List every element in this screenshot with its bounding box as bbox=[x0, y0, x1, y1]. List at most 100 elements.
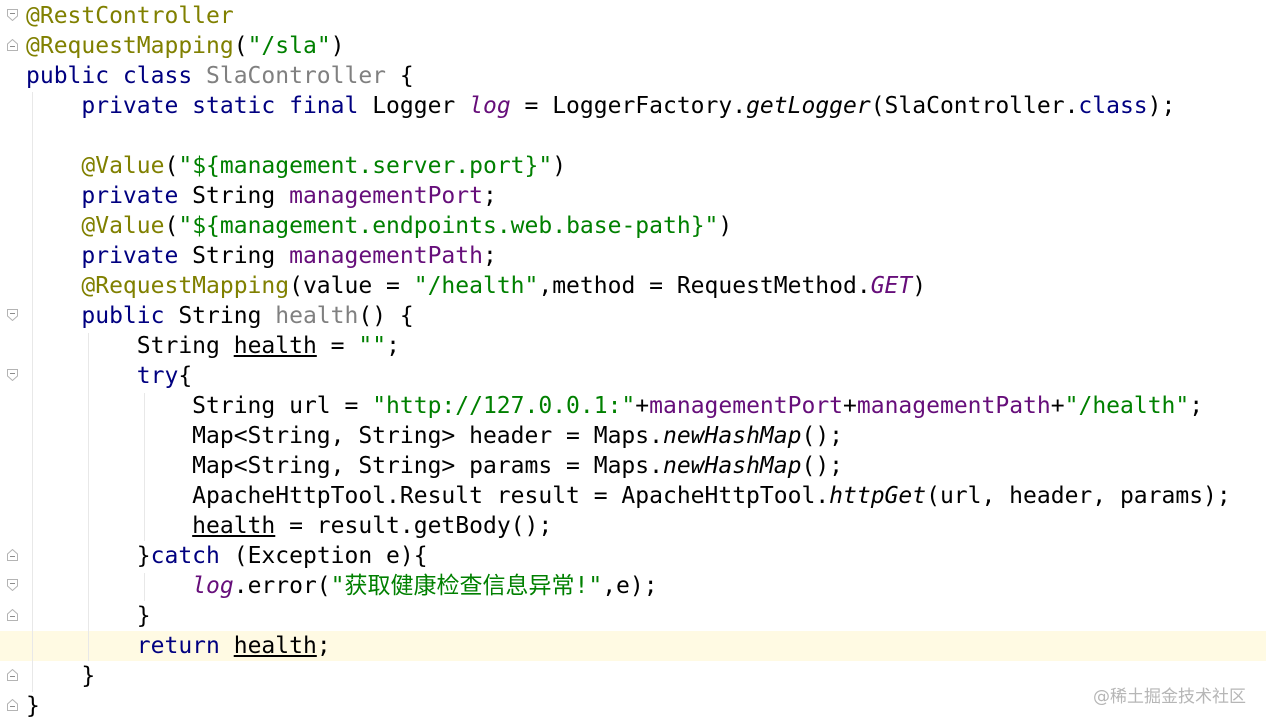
code-token: { bbox=[178, 363, 193, 389]
code-line[interactable]: String url = "http://127.0.0.1:"+managem… bbox=[26, 391, 1203, 421]
indent-guide-try-body bbox=[144, 393, 145, 541]
indent bbox=[26, 333, 137, 359]
reassigned-variable-token: health bbox=[233, 333, 317, 359]
code-token: (SlaController. bbox=[870, 93, 1079, 119]
code-line[interactable]: private static final Logger log = Logger… bbox=[26, 91, 1175, 121]
code-token: .error( bbox=[233, 573, 331, 599]
annotation-token: @RequestMapping bbox=[26, 33, 234, 59]
fold-marker-icon[interactable] bbox=[7, 39, 18, 51]
string-literal: "/health" bbox=[1064, 393, 1190, 419]
code-token: } bbox=[81, 663, 96, 689]
static-method-token: httpGet bbox=[829, 483, 927, 509]
indent bbox=[26, 393, 192, 419]
string-literal: "获取健康检查信息异常!" bbox=[330, 573, 603, 599]
indent-guide-catch-body bbox=[144, 573, 145, 601]
code-line[interactable]: health = result.getBody(); bbox=[26, 511, 552, 541]
indent bbox=[26, 423, 192, 449]
code-line[interactable]: String health = ""; bbox=[26, 331, 400, 361]
keyword-token: private static final bbox=[81, 93, 373, 119]
code-line[interactable]: public class SlaController { bbox=[26, 61, 414, 91]
code-token: ; bbox=[1189, 393, 1204, 419]
code-token: (); bbox=[801, 453, 844, 479]
keyword-token: private bbox=[81, 243, 193, 269]
code-line[interactable]: } bbox=[26, 691, 40, 721]
string-literal: "http://127.0.0.1:" bbox=[372, 393, 636, 419]
fold-marker-icon[interactable] bbox=[7, 669, 18, 681]
code-token: ); bbox=[1147, 93, 1176, 119]
indent bbox=[26, 543, 137, 569]
indent bbox=[26, 603, 137, 629]
fold-marker-icon[interactable] bbox=[7, 699, 18, 711]
fold-marker-icon[interactable] bbox=[7, 549, 18, 561]
code-token: + bbox=[1050, 393, 1065, 419]
indent bbox=[26, 453, 192, 479]
code-token: () { bbox=[358, 303, 414, 329]
indent-guide-method-body bbox=[88, 333, 89, 661]
indent-guide-class-body bbox=[32, 92, 33, 692]
field-token: managementPath bbox=[289, 243, 483, 269]
static-method-token: newHashMap bbox=[662, 453, 802, 479]
keyword-token: return bbox=[136, 633, 234, 659]
code-token: = result.getBody(); bbox=[275, 513, 553, 539]
type-token: String bbox=[192, 243, 290, 269]
code-line[interactable]: public String health() { bbox=[26, 301, 414, 331]
fold-marker-icon[interactable] bbox=[7, 369, 18, 381]
enum-constant-token: GET bbox=[870, 273, 913, 299]
static-method-token: getLogger bbox=[746, 93, 871, 119]
code-token: (value = bbox=[289, 273, 414, 299]
keyword-token: private bbox=[81, 183, 193, 209]
indent bbox=[26, 273, 81, 299]
class-name-token: SlaController bbox=[206, 63, 387, 89]
code-line[interactable]: @RequestMapping("/sla") bbox=[26, 31, 345, 61]
code-line[interactable]: @RestController bbox=[26, 1, 234, 31]
indent bbox=[26, 93, 81, 119]
code-token: + bbox=[843, 393, 857, 419]
static-field-token: log bbox=[469, 93, 511, 119]
code-token: String url = bbox=[192, 393, 373, 419]
code-token: ) bbox=[718, 213, 733, 239]
field-token: managementPort bbox=[289, 183, 483, 209]
code-token: (Exception e){ bbox=[233, 543, 428, 569]
keyword-token: class bbox=[1078, 93, 1148, 119]
type-token: String bbox=[192, 183, 290, 209]
fold-marker-icon[interactable] bbox=[7, 309, 18, 321]
code-line[interactable]: log.error("获取健康检查信息异常!",e); bbox=[26, 571, 658, 601]
keyword-token: try bbox=[136, 363, 179, 389]
indent bbox=[26, 633, 137, 659]
code-line[interactable]: @Value("${management.endpoints.web.base-… bbox=[26, 211, 732, 241]
caret-line-highlight bbox=[0, 631, 1266, 661]
fold-marker-icon[interactable] bbox=[7, 609, 18, 621]
fold-marker-icon[interactable] bbox=[7, 9, 18, 21]
code-line[interactable]: } bbox=[26, 601, 151, 631]
code-line[interactable]: Map<String, String> params = Maps.newHas… bbox=[26, 451, 843, 481]
fold-marker-icon[interactable] bbox=[7, 579, 18, 591]
code-line[interactable]: private String managementPath; bbox=[26, 241, 496, 271]
indent bbox=[26, 573, 192, 599]
indent bbox=[26, 183, 81, 209]
code-line[interactable]: private String managementPort; bbox=[26, 181, 496, 211]
type-token: String bbox=[136, 333, 234, 359]
code-line[interactable]: @RequestMapping(value = "/health",method… bbox=[26, 271, 926, 301]
code-line[interactable]: Map<String, String> header = Maps.newHas… bbox=[26, 421, 843, 451]
reassigned-variable-token: health bbox=[192, 513, 276, 539]
code-line[interactable]: @Value("${management.server.port}") bbox=[26, 151, 566, 181]
string-literal: "${management.server.port}" bbox=[178, 153, 553, 179]
code-line[interactable]: ApacheHttpTool.Result result = ApacheHtt… bbox=[26, 481, 1231, 511]
indent bbox=[26, 303, 81, 329]
field-token: managementPort bbox=[649, 393, 844, 419]
indent bbox=[26, 213, 81, 239]
string-literal: "/health" bbox=[413, 273, 539, 299]
code-token: ( bbox=[164, 213, 179, 239]
code-line[interactable]: }catch (Exception e){ bbox=[26, 541, 428, 571]
code-token: + bbox=[635, 393, 650, 419]
code-token: ApacheHttpTool.Result result = ApacheHtt… bbox=[192, 483, 830, 509]
code-line[interactable]: } bbox=[26, 661, 95, 691]
method-name-token: health bbox=[275, 303, 359, 329]
code-token: ,e); bbox=[602, 573, 658, 599]
code-token: Map<String, String> header = Maps. bbox=[192, 423, 663, 449]
code-token: ; bbox=[386, 333, 400, 359]
code-line[interactable]: try{ bbox=[26, 361, 192, 391]
code-line[interactable]: return health; bbox=[26, 631, 331, 661]
code-token: ) bbox=[912, 273, 927, 299]
